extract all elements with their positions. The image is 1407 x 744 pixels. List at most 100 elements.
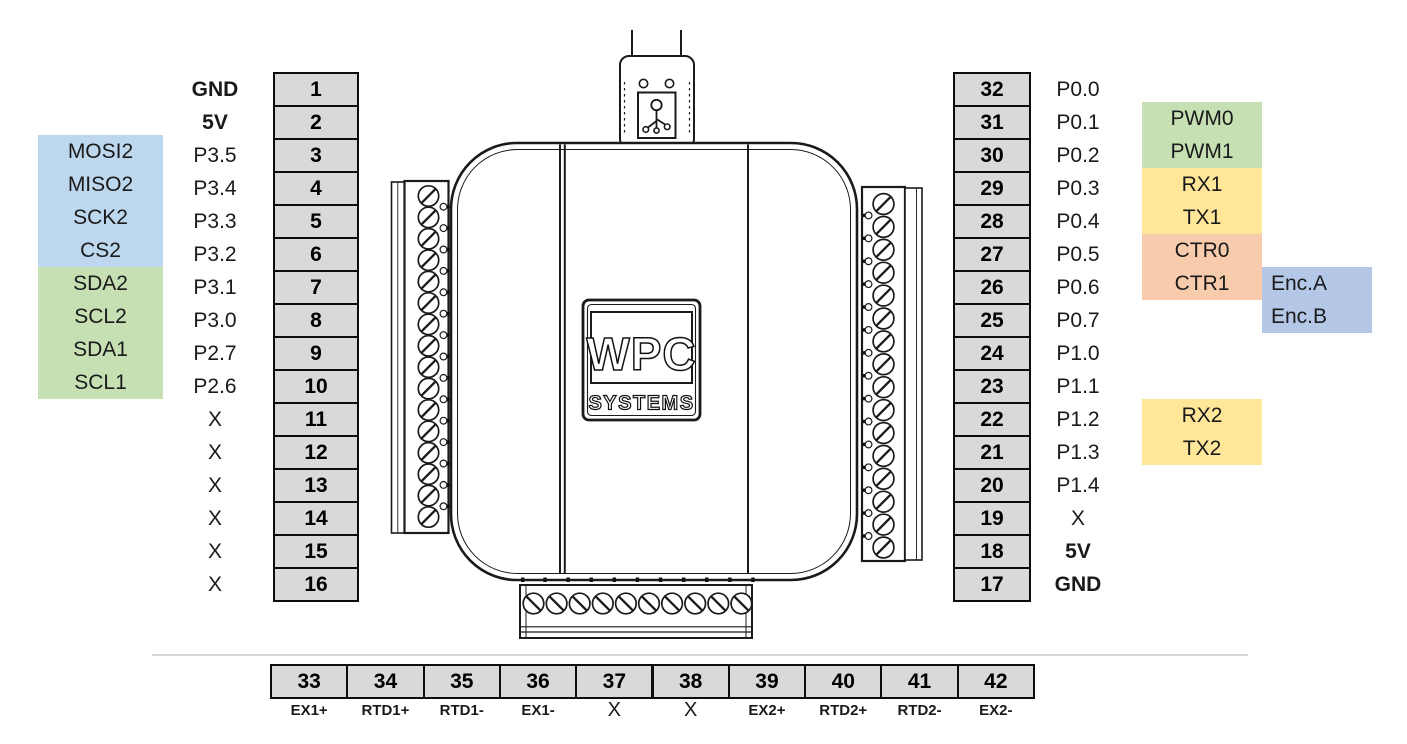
- pin-number-box: 30: [953, 138, 1031, 173]
- pin-number-box: 41: [880, 664, 959, 699]
- pin-function-label: SCL1: [38, 366, 163, 399]
- pin-name-label: P2.6: [193, 375, 237, 398]
- pin-name-label: P3.4: [193, 177, 237, 200]
- pin-name-label: RTD1+: [361, 701, 410, 719]
- pin-function-label: MISO2: [38, 168, 163, 201]
- pin-number-box: 25: [953, 303, 1031, 338]
- pin-name-label: X: [207, 474, 222, 497]
- pin-function-label: TX2: [1142, 432, 1262, 465]
- pin-function-label: CTR1: [1142, 267, 1262, 300]
- pin-number-box: 37: [575, 664, 654, 699]
- pin-name-label: 5V: [1065, 540, 1091, 563]
- divider-line: [152, 654, 1248, 656]
- pin-name-label: P0.7: [1056, 309, 1100, 332]
- pin-name-label: P3.2: [193, 243, 237, 266]
- pin-number-box: 28: [953, 204, 1031, 239]
- pin-name-label: EX1-: [521, 701, 555, 719]
- pin-name-label: X: [1070, 507, 1085, 530]
- pin-name-label: GND: [1054, 573, 1102, 596]
- pin-number-box: 8: [273, 303, 359, 338]
- pin-number-box: 31: [953, 105, 1031, 140]
- pin-number-box: 29: [953, 171, 1031, 206]
- pin-number-box: 9: [273, 336, 359, 371]
- pin-name-label: P3.1: [193, 276, 237, 299]
- pin-number-box: 11: [273, 402, 359, 437]
- pin-number-box: 34: [346, 664, 425, 699]
- pin-number-box: 42: [956, 664, 1035, 699]
- pin-number-box: 1: [273, 72, 359, 107]
- pin-name-label: P3.0: [193, 309, 237, 332]
- pin-number-box: 32: [953, 72, 1031, 107]
- pin-function-label: PWM0: [1142, 102, 1262, 135]
- right-terminal-block: [860, 185, 923, 563]
- pin-name-label: P0.5: [1056, 243, 1100, 266]
- pin-number-box: 21: [953, 435, 1031, 470]
- pin-number-box: 26: [953, 270, 1031, 305]
- pin-name-label: P3.3: [193, 210, 237, 233]
- pin-number-box: 6: [273, 237, 359, 272]
- pin-name-label: X: [207, 507, 222, 530]
- pin-name-label: X: [607, 699, 621, 721]
- pin-name-label: P0.3: [1056, 177, 1100, 200]
- pin-number-box: 12: [273, 435, 359, 470]
- pin-number-box: 7: [273, 270, 359, 305]
- pin-name-label: X: [207, 408, 222, 431]
- pin-number-box: 39: [727, 664, 807, 699]
- pin-function-label: MOSI2: [38, 135, 163, 168]
- left-terminal-block: [390, 179, 450, 535]
- pin-name-label: EX1+: [290, 701, 328, 719]
- pin-name-label: P3.5: [193, 144, 237, 167]
- pin-function-label: SCL2: [38, 300, 163, 333]
- pin-name-label: X: [207, 441, 222, 464]
- pin-number-box: 10: [273, 369, 359, 404]
- pin-name-label: EX2+: [748, 701, 786, 719]
- pin-number-box: 38: [651, 664, 730, 699]
- pin-number-box: 23: [953, 369, 1031, 404]
- pin-number-box: 14: [273, 501, 359, 536]
- pin-number-box: 5: [273, 204, 359, 239]
- pin-name-label: P0.2: [1056, 144, 1100, 167]
- pin-number-box: 2: [273, 105, 359, 140]
- pin-number-box: 40: [804, 664, 883, 699]
- pin-number-box: 35: [422, 664, 501, 699]
- pin-number-box: 36: [498, 664, 578, 699]
- encoder-function-label: Enc.A: [1262, 267, 1372, 300]
- usb-connector-icon: [619, 30, 695, 149]
- pin-number-box: 4: [273, 171, 359, 206]
- pin-name-label: RTD1-: [439, 701, 484, 719]
- pin-name-label: 5V: [202, 111, 228, 134]
- pin-name-label: EX2-: [979, 701, 1013, 719]
- pin-name-label: P1.4: [1056, 474, 1100, 497]
- pin-name-label: P0.1: [1056, 111, 1100, 134]
- bottom-terminal-block: [519, 577, 755, 639]
- pin-number-box: 19: [953, 501, 1031, 536]
- pin-function-label: SCK2: [38, 201, 163, 234]
- pin-number-box: 17: [953, 567, 1031, 602]
- pin-number-box: 15: [273, 534, 359, 569]
- pin-function-label: CTR0: [1142, 234, 1262, 267]
- pin-number-box: 13: [273, 468, 359, 503]
- pin-name-label: X: [207, 540, 222, 563]
- brand-text-sub: SYSTEMS: [588, 393, 694, 415]
- pin-name-label: RTD2-: [897, 701, 942, 719]
- pin-name-label: X: [683, 699, 698, 721]
- pin-name-label: RTD2+: [819, 701, 868, 719]
- pin-name-label: P1.3: [1056, 441, 1100, 464]
- pin-number-box: 24: [953, 336, 1031, 371]
- brand-text-main: WPC: [586, 328, 696, 380]
- device-body: [449, 141, 859, 582]
- pin-function-label: TX1: [1142, 201, 1262, 234]
- pin-number-box: 33: [270, 664, 349, 699]
- pin-function-label: PWM1: [1142, 135, 1262, 168]
- pin-number-box: 18: [953, 534, 1031, 569]
- pin-name-label: P0.0: [1056, 78, 1100, 101]
- pin-function-label: RX1: [1142, 168, 1262, 201]
- pin-function-label: SDA1: [38, 333, 163, 366]
- pin-name-label: P1.1: [1056, 375, 1100, 398]
- pin-name-label: P1.2: [1056, 408, 1100, 431]
- pin-number-box: 27: [953, 237, 1031, 272]
- pin-function-label: RX2: [1142, 399, 1262, 432]
- device-illustration: WPC SYSTEMS: [390, 30, 923, 639]
- pin-function-label: CS2: [38, 234, 163, 267]
